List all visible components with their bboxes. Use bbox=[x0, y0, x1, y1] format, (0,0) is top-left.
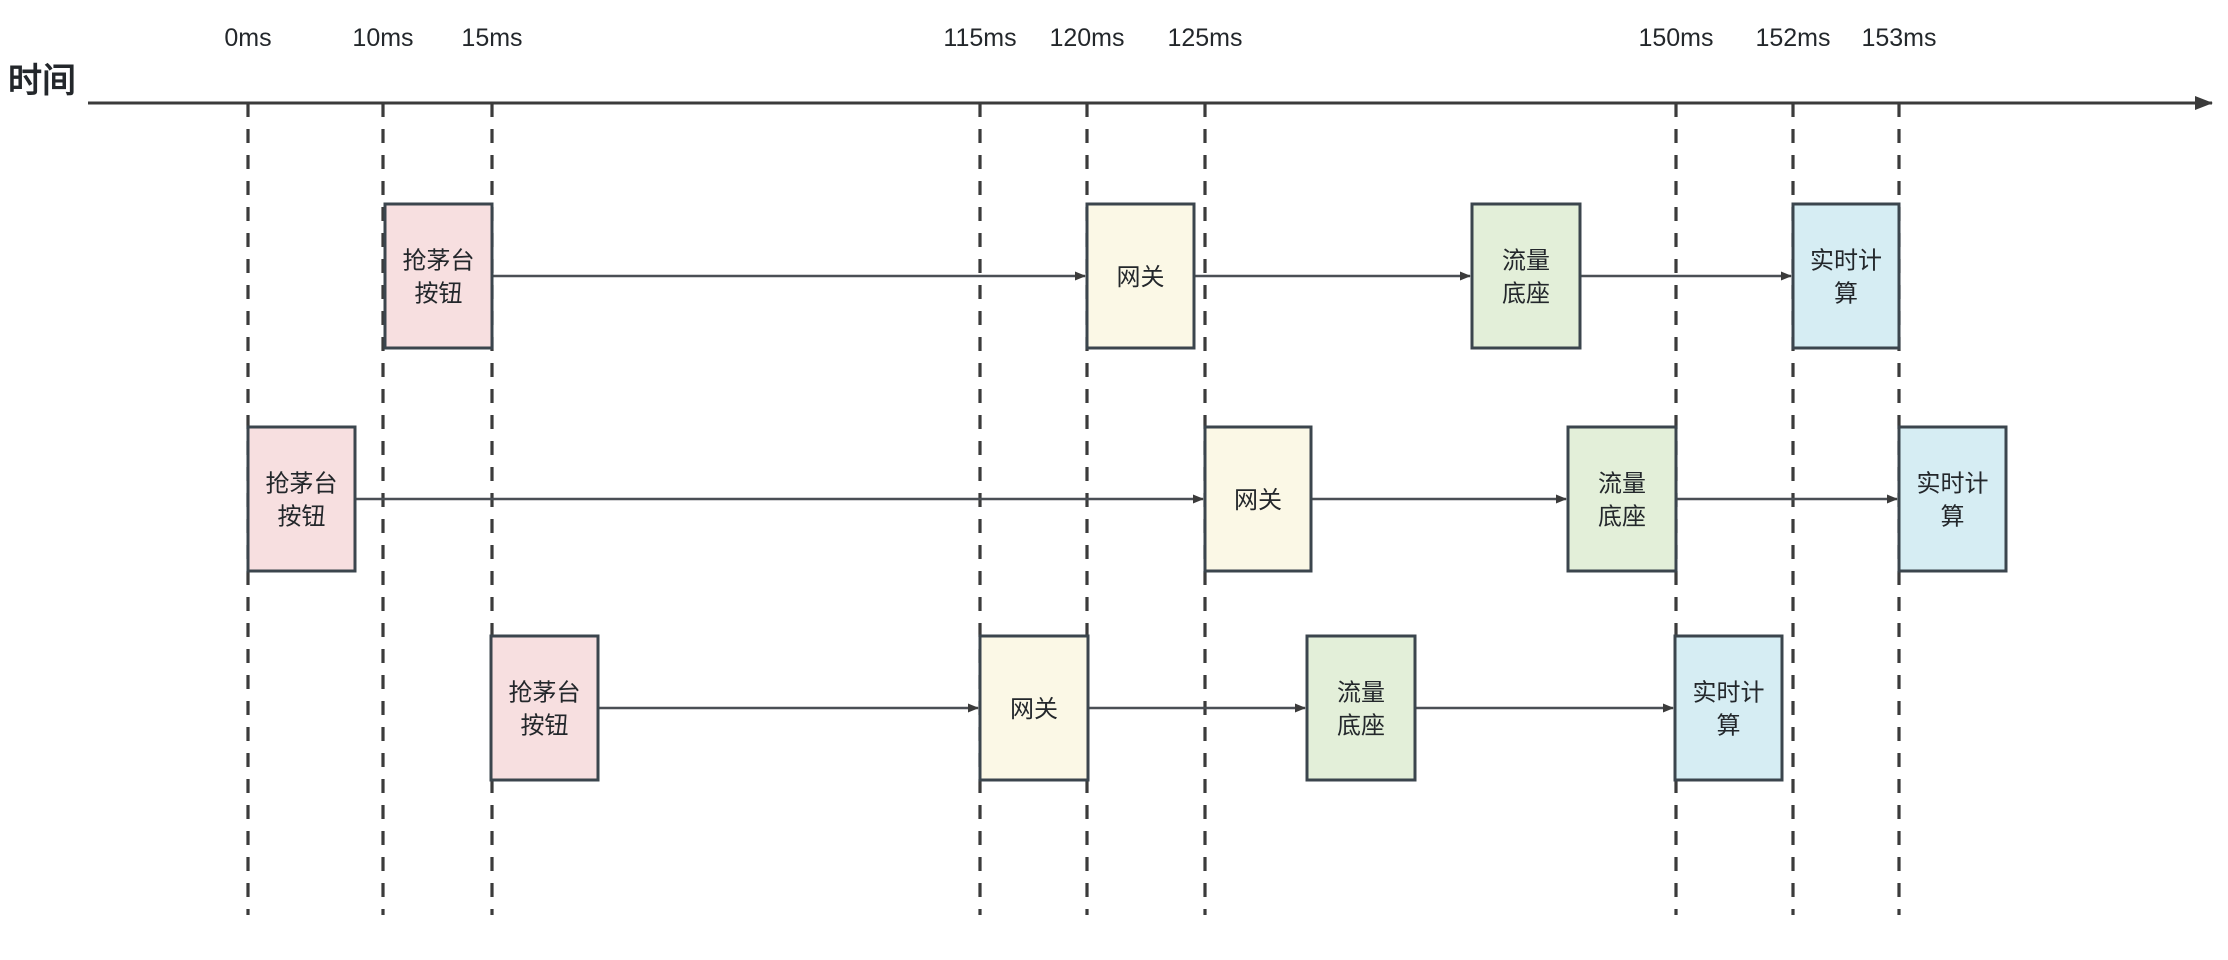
node-label-compute: 算 bbox=[1717, 713, 1741, 740]
node-label-button: 按钮 bbox=[278, 504, 326, 531]
node-label-traffic: 底座 bbox=[1502, 281, 1550, 308]
node-label-traffic: 底座 bbox=[1337, 713, 1385, 740]
node-box-button bbox=[383, 202, 494, 350]
node-label-button: 抢茅台 bbox=[403, 248, 475, 275]
tick-label-150ms: 150ms bbox=[1638, 24, 1713, 52]
timeline-tick-labels: 0ms 10ms 15ms 115ms 120ms 125ms 150ms 152ms 153m… bbox=[224, 24, 1936, 52]
node-boxes: 抢茅台按钮网关流量底座实时计算抢茅台按钮网关流量底座实时计算抢茅台按钮网关流量底… bbox=[246, 202, 2008, 782]
node-box-gateway bbox=[978, 634, 1090, 782]
tick-label-15ms: 15ms bbox=[461, 24, 522, 52]
node-r2-gateway[interactable]: 网关 bbox=[1203, 425, 1313, 573]
node-label-gateway: 网关 bbox=[1010, 696, 1058, 723]
tick-label-125ms: 125ms bbox=[1167, 24, 1242, 52]
node-box-gateway bbox=[1085, 202, 1196, 350]
node-box-compute bbox=[1673, 634, 1784, 782]
node-label-traffic: 底座 bbox=[1598, 504, 1646, 531]
node-box-traffic bbox=[1305, 634, 1417, 782]
node-label-button: 按钮 bbox=[415, 281, 463, 308]
node-label-compute: 实时计 bbox=[1693, 680, 1765, 707]
axis-title: 时间 bbox=[8, 62, 76, 100]
node-box-compute bbox=[1791, 202, 1901, 350]
node-label-compute: 算 bbox=[1941, 504, 1965, 531]
tick-label-115ms: 115ms bbox=[943, 24, 1016, 52]
node-box-traffic bbox=[1470, 202, 1582, 350]
node-label-compute: 实时计 bbox=[1917, 471, 1989, 498]
node-label-button: 抢茅台 bbox=[266, 471, 338, 498]
flow-arrows bbox=[355, 271, 1898, 713]
node-label-compute: 算 bbox=[1834, 281, 1858, 308]
tick-label-0ms: 0ms bbox=[224, 24, 271, 52]
node-label-traffic: 流量 bbox=[1337, 680, 1385, 707]
tick-label-153ms: 153ms bbox=[1861, 24, 1936, 52]
tick-label-120ms: 120ms bbox=[1049, 24, 1124, 52]
node-box-gateway bbox=[1203, 425, 1313, 573]
node-label-button: 抢茅台 bbox=[509, 680, 581, 707]
node-box-compute bbox=[1897, 425, 2008, 573]
tick-label-152ms: 152ms bbox=[1755, 24, 1830, 52]
node-box-traffic bbox=[1566, 425, 1678, 573]
node-box-button bbox=[489, 634, 600, 782]
node-box-button bbox=[246, 425, 357, 573]
node-r3-gateway[interactable]: 网关 bbox=[978, 634, 1090, 782]
tick-label-10ms: 10ms bbox=[352, 24, 413, 52]
node-r1-gateway[interactable]: 网关 bbox=[1085, 202, 1196, 350]
node-label-gateway: 网关 bbox=[1117, 264, 1165, 291]
node-label-compute: 实时计 bbox=[1810, 248, 1882, 275]
node-label-gateway: 网关 bbox=[1234, 487, 1282, 514]
node-label-button: 按钮 bbox=[521, 713, 569, 740]
node-label-traffic: 流量 bbox=[1502, 248, 1550, 275]
node-label-traffic: 流量 bbox=[1598, 471, 1646, 498]
